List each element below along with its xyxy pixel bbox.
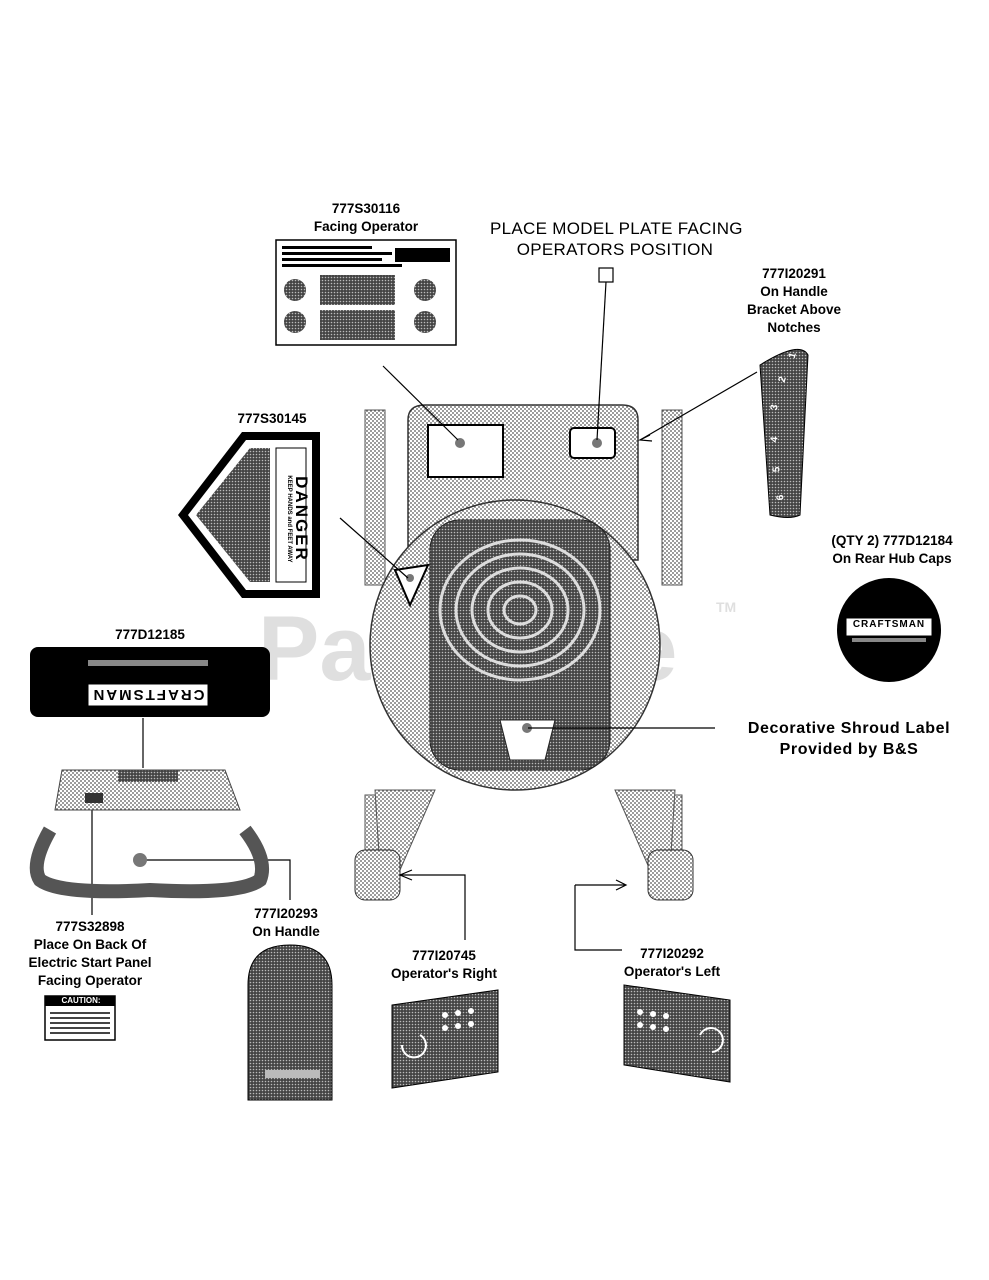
notch-1: 1 (786, 351, 799, 360)
left-handle-grip (354, 849, 401, 901)
notch-4: 4 (769, 436, 781, 443)
right-handle-grip (647, 849, 694, 901)
side-decal-spot (393, 563, 430, 608)
decal-777D12185 (30, 647, 270, 717)
caution-text: CAUTION: (61, 996, 101, 1005)
decal-777I20293 (247, 944, 333, 1101)
decal-777I20292 (623, 984, 731, 1083)
label-electric-start: 777D12185 (115, 627, 185, 642)
notch-6: 6 (775, 494, 787, 501)
engine (429, 519, 611, 771)
decal-777S30145 (178, 432, 320, 598)
decal-777I20745 (391, 989, 499, 1089)
decal-777S32898 (44, 995, 116, 1041)
deck-decal-spot-left (427, 424, 504, 478)
label-model-plate: PLACE MODEL PLATE FACING OPERATORS POSIT… (490, 219, 743, 259)
notch-2: 2 (776, 375, 789, 384)
label-on-handle: 777I20293 On Handle (252, 906, 320, 939)
danger-decal-text: DANGER KEEP HANDS and FEET AWAY (282, 459, 311, 579)
watermark-tm: TM (716, 599, 736, 615)
rear-right-wheel (661, 409, 683, 586)
handle-panel (29, 769, 270, 899)
decal-777D12184 (837, 578, 941, 682)
notch-5: 5 (771, 466, 783, 473)
label-shroud: Decorative Shroud Label Provided by B&S (747, 720, 951, 758)
label-operator-right: 777I20745 Operator's Right (391, 948, 497, 981)
electric-start-logo: CRAFTSMAN (91, 686, 205, 703)
label-handle-bracket: 777I20291 On Handle Bracket Above Notche… (746, 266, 842, 335)
label-panel-back: 777S32898 Place On Back Of Electric Star… (28, 919, 152, 988)
danger-title: DANGER (292, 476, 311, 562)
notch-numbers: 1 2 3 4 5 6 (769, 350, 802, 510)
rear-left-wheel (364, 409, 386, 586)
shroud-label-spot (499, 719, 556, 761)
label-hub-caps: (QTY 2) 777D12184 On Rear Hub Caps (831, 533, 953, 566)
label-danger-decal-part: 777S30145 (237, 411, 307, 426)
label-facing-operator: 777S30116 Facing Operator (313, 201, 419, 234)
decal-777I20291 (759, 348, 809, 518)
hub-cap-logo: CRAFTSMAN (852, 619, 926, 630)
danger-subtitle: KEEP HANDS and FEET AWAY (286, 475, 292, 563)
mower-body (354, 404, 694, 901)
decal-777S30116 (275, 239, 457, 346)
label-operator-left: 777I20292 Operator's Left (623, 946, 721, 979)
